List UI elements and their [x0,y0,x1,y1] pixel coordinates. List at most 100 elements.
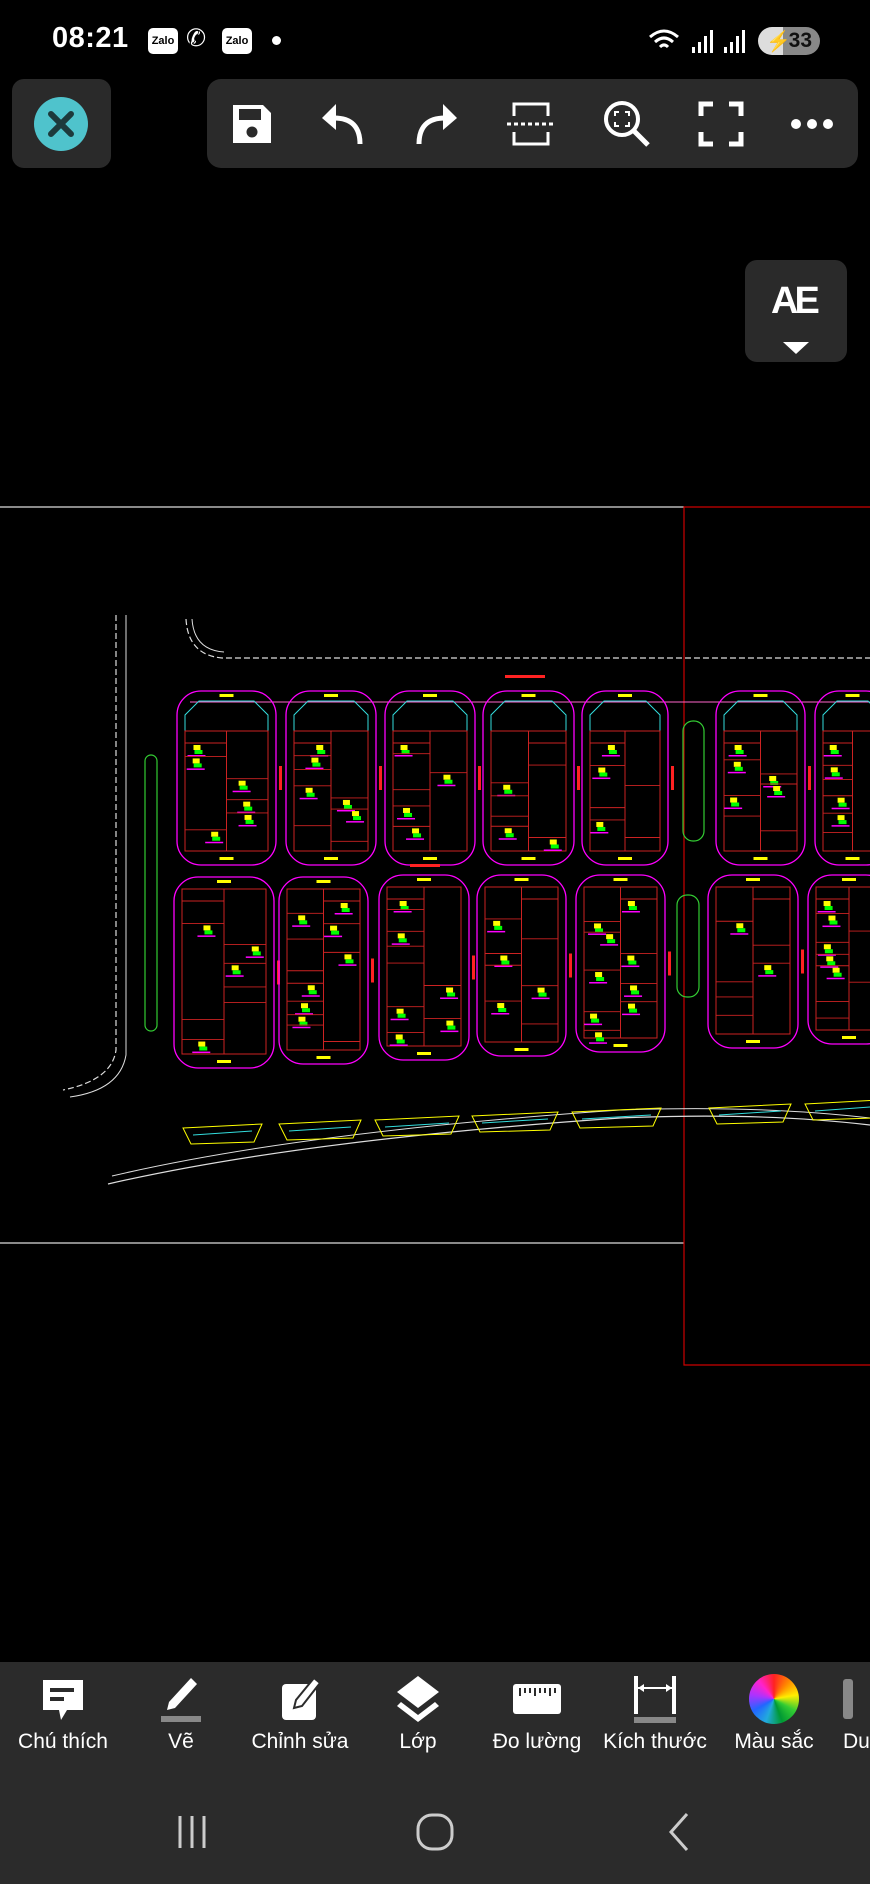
street-label [478,766,481,790]
lot-label-marker [193,745,201,750]
block-boundary [814,690,870,866]
lot-text [589,982,608,984]
lot-text [817,911,836,913]
lot-marker [199,1046,208,1051]
lot-marker [765,970,774,975]
lot-text [491,1013,510,1015]
road-bottom-edge-2 [111,1108,870,1177]
lot-marker [504,789,513,794]
tool-dimension[interactable]: Kích thước [596,1672,714,1753]
lot-marker [400,906,409,910]
lot-marker [204,930,213,935]
recent-apps-icon [178,1816,206,1848]
green-island [682,720,705,842]
lot-text [324,935,343,938]
lot-label-marker [446,987,454,993]
lot-label-marker [403,807,411,813]
lot-text [826,977,845,980]
redo-button[interactable] [410,99,460,149]
lot-text [301,995,320,997]
split-view-button[interactable] [506,99,556,149]
lot-text [589,1042,608,1044]
block-cyan-edge [392,700,468,731]
lot-marker [737,928,746,933]
lot-text [394,755,413,757]
lot-text [238,824,257,827]
lot-text [767,795,786,798]
tool-layers[interactable]: Lớp [359,1672,477,1753]
lot-text [440,997,459,999]
lot-label-marker [504,828,512,834]
tool-measure[interactable]: Đo lường [478,1672,596,1753]
lot-text [305,767,324,770]
lot-label-marker [537,987,545,993]
road-left-edge-2 [69,615,127,1098]
tool-edit[interactable]: Chỉnh sửa [241,1672,359,1753]
lot-label-marker [595,1032,603,1038]
lot-label-marker [300,1003,308,1009]
lot-text [824,777,843,779]
lot-marker [444,779,453,784]
edit-icon [282,1676,322,1720]
tool-annotation[interactable]: Chú thích [4,1672,122,1753]
lot-label-marker [307,985,315,991]
lot-label-marker [595,972,603,978]
lot-text [498,838,517,840]
signal-icons [649,29,745,53]
lot-label-marker [734,745,742,750]
tool-draw[interactable]: Vẽ [122,1672,240,1753]
missed-call-icon: ✆ [186,25,207,52]
parking-strip-inner [384,1122,450,1128]
street-label [569,953,572,978]
lot-text [600,944,619,946]
block-label [842,878,856,881]
block-label [746,1040,760,1043]
lot-label-marker [773,785,781,791]
block-label [324,857,338,860]
lot-marker [608,750,617,754]
block-boundary [285,690,377,866]
block-label [618,857,632,860]
fullscreen-button[interactable] [696,99,746,149]
chevron-down-icon [783,342,809,354]
lot-marker [735,750,744,754]
lot-text [346,821,365,823]
lot-marker [494,925,503,930]
lot-marker [505,833,514,838]
home-button[interactable] [405,1807,465,1857]
more-button[interactable] [787,99,837,149]
lot-text [292,925,311,927]
tool-more[interactable]: Du [843,1672,870,1753]
green-island [676,894,700,998]
lot-marker [829,920,838,925]
zoom-extents-button[interactable] [602,99,652,149]
street-label [472,955,475,980]
back-button[interactable] [649,1807,709,1857]
lot-text [437,784,456,787]
text-style-button[interactable]: AE [745,260,847,362]
save-button[interactable] [227,99,277,149]
lot-marker [312,762,321,767]
lot-marker [596,977,605,982]
tool-label: Vẽ [168,1730,194,1753]
tool-color[interactable]: Màu sắc [715,1672,833,1753]
lot-label-marker [412,828,420,834]
lot-marker [447,1025,456,1030]
lot-text [294,1013,313,1015]
lot-label-marker [311,757,319,763]
block-boundary [482,690,575,866]
lot-text [192,1051,211,1054]
recent-apps-button[interactable] [162,1807,222,1857]
tool-label: Du [843,1730,870,1753]
lot-text [621,965,640,968]
lot-label-marker [733,761,741,767]
lot-marker [301,1008,310,1013]
street-label [671,766,674,790]
tool-label: Kích thước [603,1730,707,1753]
block-label [845,857,860,860]
parking-strip [374,1115,460,1137]
lot-label-marker [340,903,348,908]
undo-button[interactable] [319,99,369,149]
close-button[interactable] [34,97,88,151]
